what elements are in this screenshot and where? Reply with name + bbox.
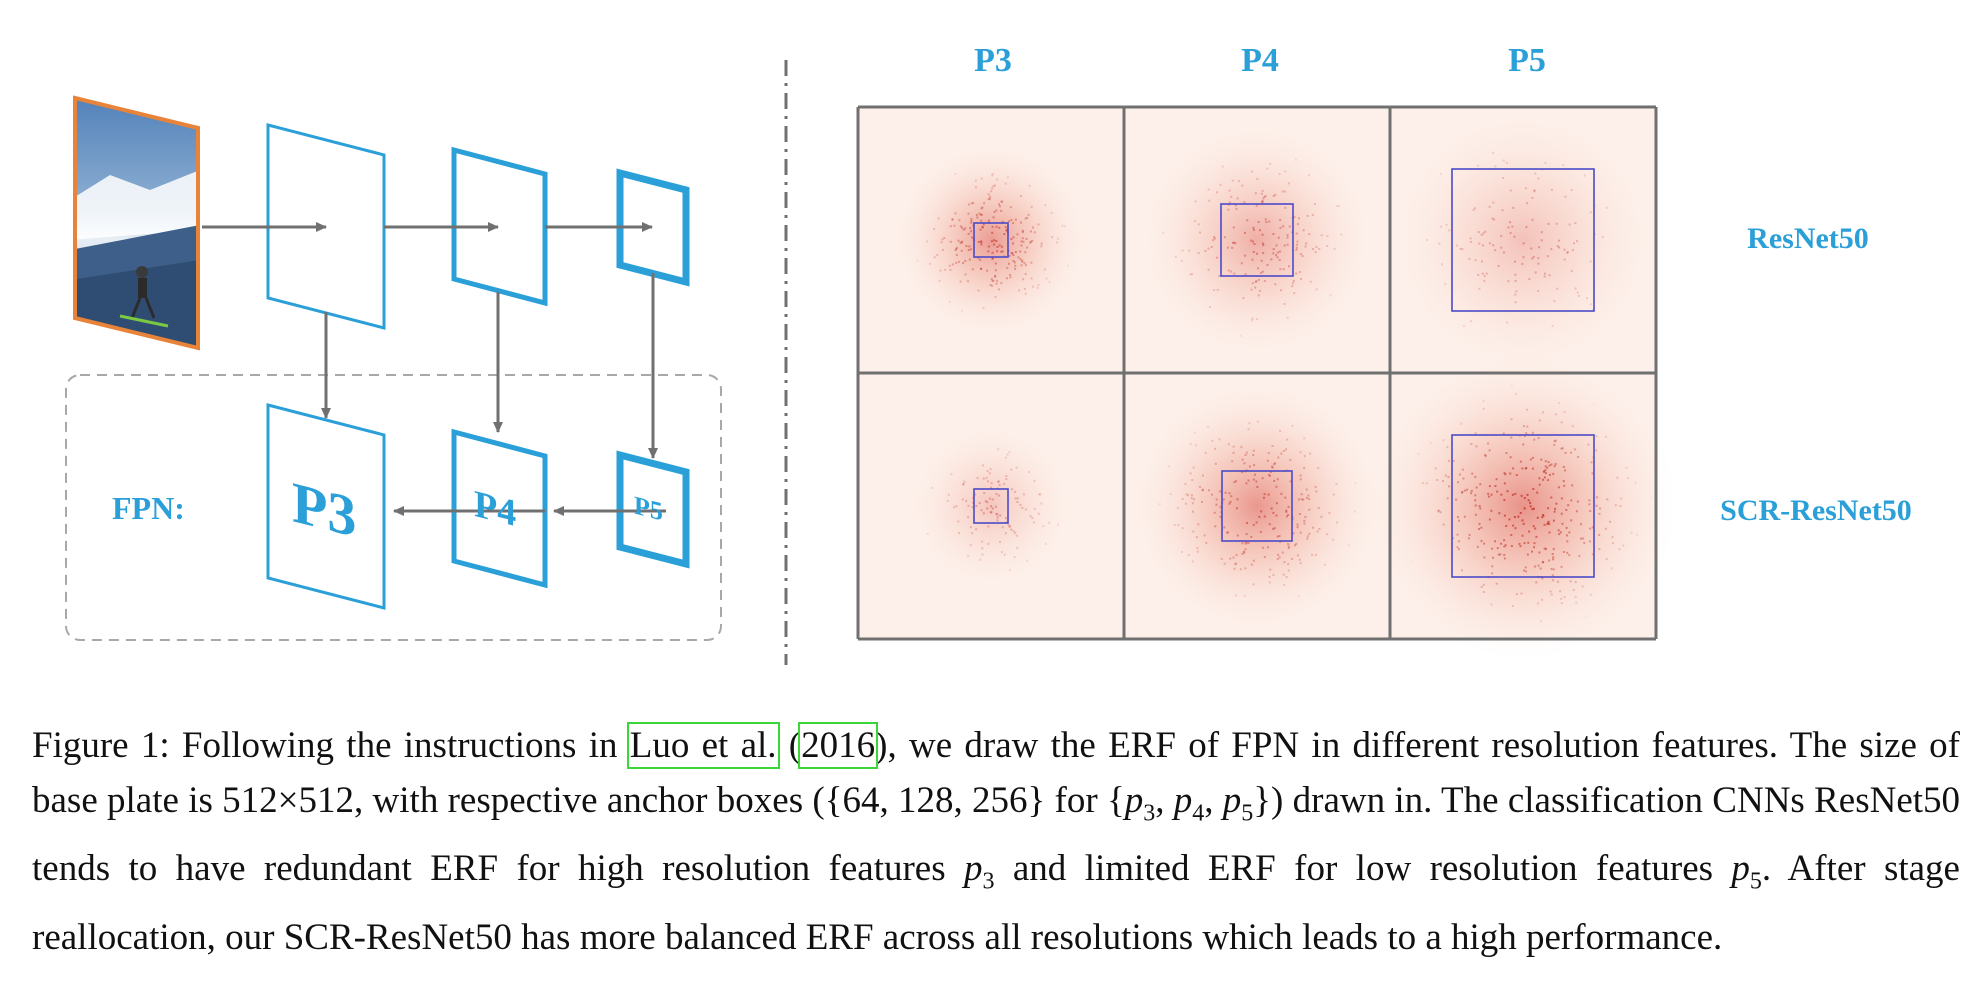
figure-area: FPN: P3 P4 P5 P3 P4 P5 ResNet50 SCR-ResN…: [65, 42, 1912, 665]
citation-year-link[interactable]: 2016: [798, 722, 879, 769]
column-header-p4: P4: [1241, 42, 1279, 79]
lateral-arrows: [321, 273, 658, 459]
column-header-p5: P5: [1508, 42, 1546, 79]
anchor-box: [973, 222, 1009, 258]
column-header-p3: P3: [974, 42, 1012, 79]
caption-text: and limited ERF for low resolution featu…: [994, 848, 1732, 890]
erf-cell-scr-resnet50-p5: [1369, 352, 1677, 660]
fpn-region: [65, 374, 722, 641]
math-p5: p5: [1731, 848, 1762, 895]
backbone-map-c4: [451, 146, 548, 307]
erf-cell-resnet50-p3: [858, 107, 1124, 373]
figure-caption: Figure 1: Following the instructions in …: [32, 718, 1960, 965]
math-p3: p3: [964, 848, 995, 895]
row-header-scr-resnet50: SCR-ResNet50: [1720, 494, 1912, 527]
erf-cell-scr-resnet50-p3: [858, 373, 1124, 639]
caption-text: }) drawn in. The classification CNNs Res…: [32, 780, 1961, 890]
anchor-box: [1221, 470, 1293, 542]
caption-text: . After stage reallocation, our SCR-ResN…: [32, 848, 1960, 958]
anchor-box: [1220, 203, 1294, 277]
figure-svg: [65, 60, 1677, 665]
fpn-label: FPN:: [112, 490, 185, 526]
erf-cell-resnet50-p4: [1124, 107, 1390, 373]
input-image-thumbnail: [73, 95, 200, 351]
anchor-box: [1451, 434, 1595, 578]
erf-grid: [856, 105, 1677, 660]
backbone-map-c5: [616, 168, 690, 287]
math-p4: p4: [1173, 780, 1205, 827]
math-p5: p5: [1222, 780, 1254, 827]
fpn-map-p4: [451, 428, 548, 589]
caption-text: (: [776, 725, 802, 766]
math-p3: p3: [1124, 780, 1156, 827]
caption-text: ,: [1204, 780, 1223, 821]
caption-text: Figure 1: Following the instructions in: [32, 725, 630, 766]
anchor-box: [973, 488, 1009, 524]
erf-cell-scr-resnet50-p4: [1124, 373, 1390, 639]
row-header-resnet50: ResNet50: [1747, 222, 1869, 255]
anchor-box: [1451, 168, 1595, 312]
erf-cell-resnet50-p5: [1390, 107, 1656, 373]
caption-text: ), we draw the ERF of FPN in different r…: [32, 725, 1960, 821]
citation-author-link[interactable]: Luo et al.: [626, 722, 780, 769]
caption-text: ,: [1155, 780, 1174, 821]
fpn-map-p3: [266, 403, 386, 610]
